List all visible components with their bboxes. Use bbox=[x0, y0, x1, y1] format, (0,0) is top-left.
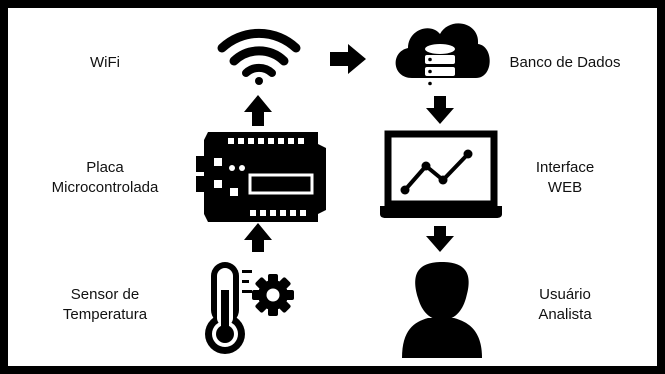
wifi-icon bbox=[217, 28, 301, 85]
arrow-icon bbox=[244, 95, 272, 126]
arrow-icon bbox=[244, 223, 272, 252]
placa-label: Placa Microcontrolada bbox=[40, 158, 170, 198]
thermometer-icon bbox=[205, 262, 252, 354]
interface-label: Interface WEB bbox=[515, 158, 615, 198]
arrow-icon bbox=[426, 96, 454, 124]
microcontroller-board-icon bbox=[196, 132, 326, 222]
laptop-chart-icon bbox=[380, 130, 502, 218]
user-icon bbox=[402, 262, 482, 358]
gear-icon bbox=[252, 274, 294, 316]
placa-label-line2: Microcontrolada bbox=[51, 179, 159, 196]
banco-label: Banco de Dados bbox=[509, 54, 621, 71]
sensor-label-line1: Sensor de bbox=[70, 286, 140, 303]
wifi-label: WiFi bbox=[90, 54, 120, 71]
placa-label-line1: Placa bbox=[86, 159, 124, 176]
usuario-label-line1: Usuário bbox=[539, 286, 591, 303]
interface-label-line1: Interface bbox=[535, 159, 595, 176]
cloud-database-icon bbox=[395, 23, 490, 88]
arrow-icon bbox=[426, 226, 454, 252]
arrow-icon bbox=[330, 44, 366, 74]
usuario-label: Usuário Analista bbox=[515, 285, 615, 325]
sensor-label: Sensor de Temperatura bbox=[45, 285, 165, 325]
interface-label-line2: WEB bbox=[547, 179, 583, 196]
usuario-label-line2: Analista bbox=[538, 306, 592, 323]
sensor-label-line2: Temperatura bbox=[62, 306, 148, 323]
